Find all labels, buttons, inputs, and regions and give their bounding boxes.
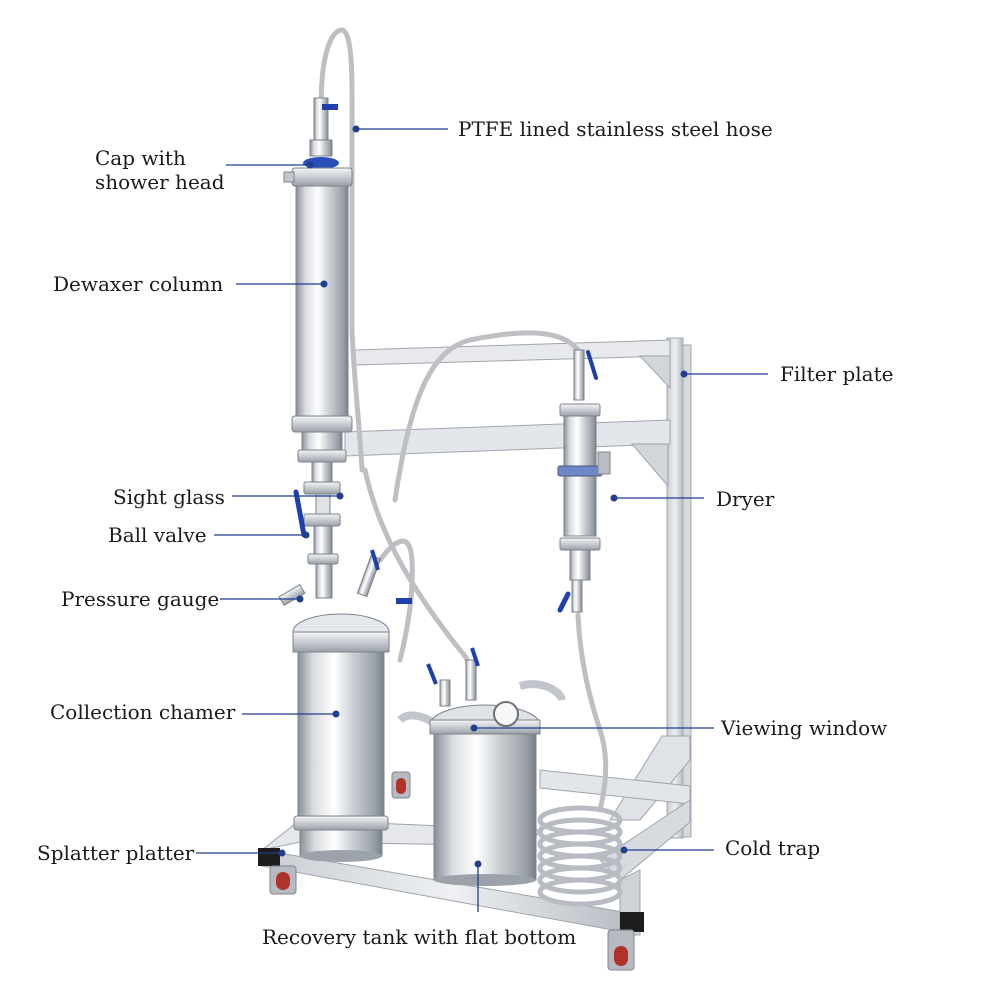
caster-wheels bbox=[269, 771, 635, 971]
label-cap-shower-head: Cap with shower head bbox=[95, 146, 225, 194]
label-dryer: Dryer bbox=[716, 487, 775, 511]
recovery-tank-body bbox=[397, 647, 566, 886]
label-recovery-tank: Recovery tank with flat bottom bbox=[262, 925, 577, 949]
label-sight-glass: Sight glass bbox=[113, 485, 225, 509]
label-filter-plate: Filter plate bbox=[780, 362, 894, 386]
label-collection-chamber: Collection chamer bbox=[50, 700, 236, 724]
label-cold-trap: Cold trap bbox=[725, 836, 821, 860]
label-splatter-platter: Splatter platter bbox=[37, 841, 195, 865]
label-ptfe-hose: PTFE lined stainless steel hose bbox=[458, 117, 773, 141]
leader-lines bbox=[196, 128, 768, 912]
dewaxer-column-body bbox=[278, 97, 412, 607]
label-viewing-window: Viewing window bbox=[721, 716, 888, 740]
label-dewaxer-column: Dewaxer column bbox=[53, 272, 224, 296]
dryer-body bbox=[557, 349, 611, 613]
label-pressure-gauge: Pressure gauge bbox=[61, 587, 220, 611]
collection-chamber-body bbox=[292, 613, 390, 862]
leader-dots bbox=[278, 125, 688, 868]
cold-trap-coil bbox=[537, 805, 623, 907]
label-ball-valve: Ball valve bbox=[108, 523, 207, 547]
